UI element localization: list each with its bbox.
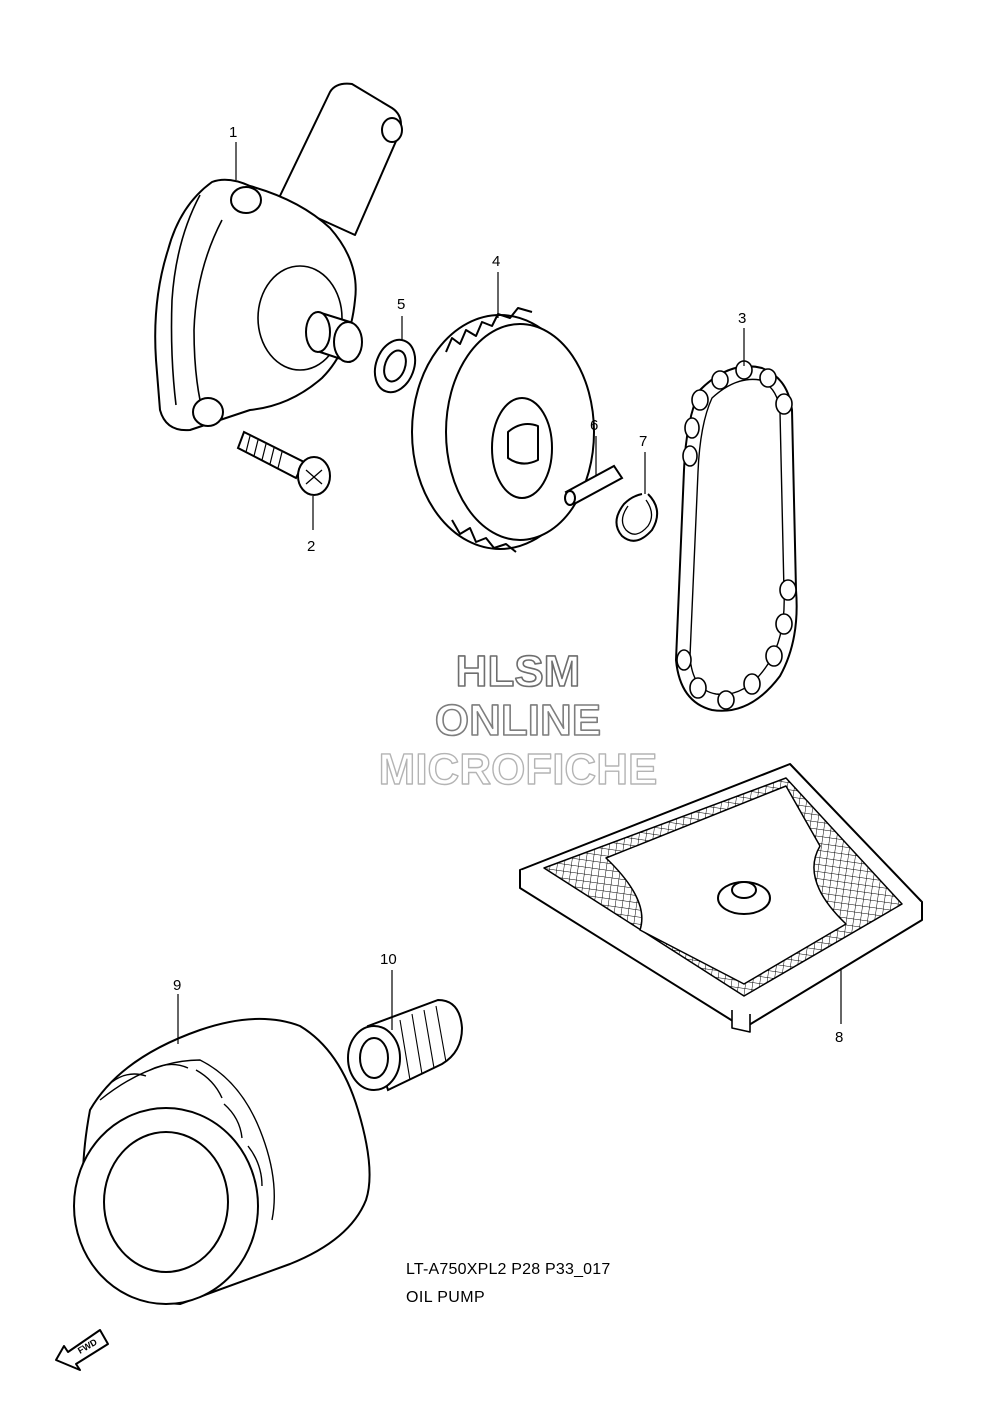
callout-3-label: 3 xyxy=(738,310,746,327)
union-bolt[interactable] xyxy=(347,998,464,1092)
callout-8: 8 xyxy=(835,968,843,1046)
oil-pump-drive-chain[interactable] xyxy=(674,360,798,712)
callout-10-label: 10 xyxy=(380,951,397,968)
callout-4: 4 xyxy=(492,253,500,318)
watermark-line-2: ONLINE xyxy=(435,696,601,745)
oil-filter[interactable] xyxy=(73,1017,371,1305)
oil-strainer[interactable] xyxy=(519,763,923,1033)
callout-10: 10 xyxy=(380,951,397,1030)
callout-1: 1 xyxy=(229,124,237,180)
watermark: HLSM ONLINE MICROFICHE xyxy=(378,646,658,795)
callout-5-label: 5 xyxy=(397,296,405,313)
fwd-arrow-icon: FWD xyxy=(55,1329,109,1371)
callout-9-label: 9 xyxy=(173,977,181,994)
callout-7-label: 7 xyxy=(639,433,647,450)
callout-3: 3 xyxy=(738,310,746,366)
oil-pump-body[interactable] xyxy=(154,82,403,432)
washer[interactable] xyxy=(368,334,422,398)
diagram-caption: OIL PUMP xyxy=(406,1289,486,1306)
callout-1-label: 1 xyxy=(229,124,237,141)
callout-5: 5 xyxy=(397,296,405,340)
watermark-line-1: HLSM xyxy=(456,647,581,696)
callout-4-label: 4 xyxy=(492,253,500,270)
watermark-line-3: MICROFICHE xyxy=(379,745,658,794)
oil-pump-driven-gear[interactable] xyxy=(411,307,595,553)
callout-6-label: 6 xyxy=(590,417,598,434)
circlip[interactable] xyxy=(615,493,659,542)
callout-8-label: 8 xyxy=(835,1029,843,1046)
callout-9: 9 xyxy=(173,977,181,1044)
callout-7: 7 xyxy=(639,433,647,494)
pin[interactable] xyxy=(564,464,624,506)
callout-2: 2 xyxy=(307,496,315,555)
bolt[interactable] xyxy=(236,430,331,496)
diagram-reference: LT-A750XPL2 P28 P33_017 xyxy=(406,1261,611,1278)
callout-2-label: 2 xyxy=(307,538,315,555)
callout-6: 6 xyxy=(590,417,598,476)
